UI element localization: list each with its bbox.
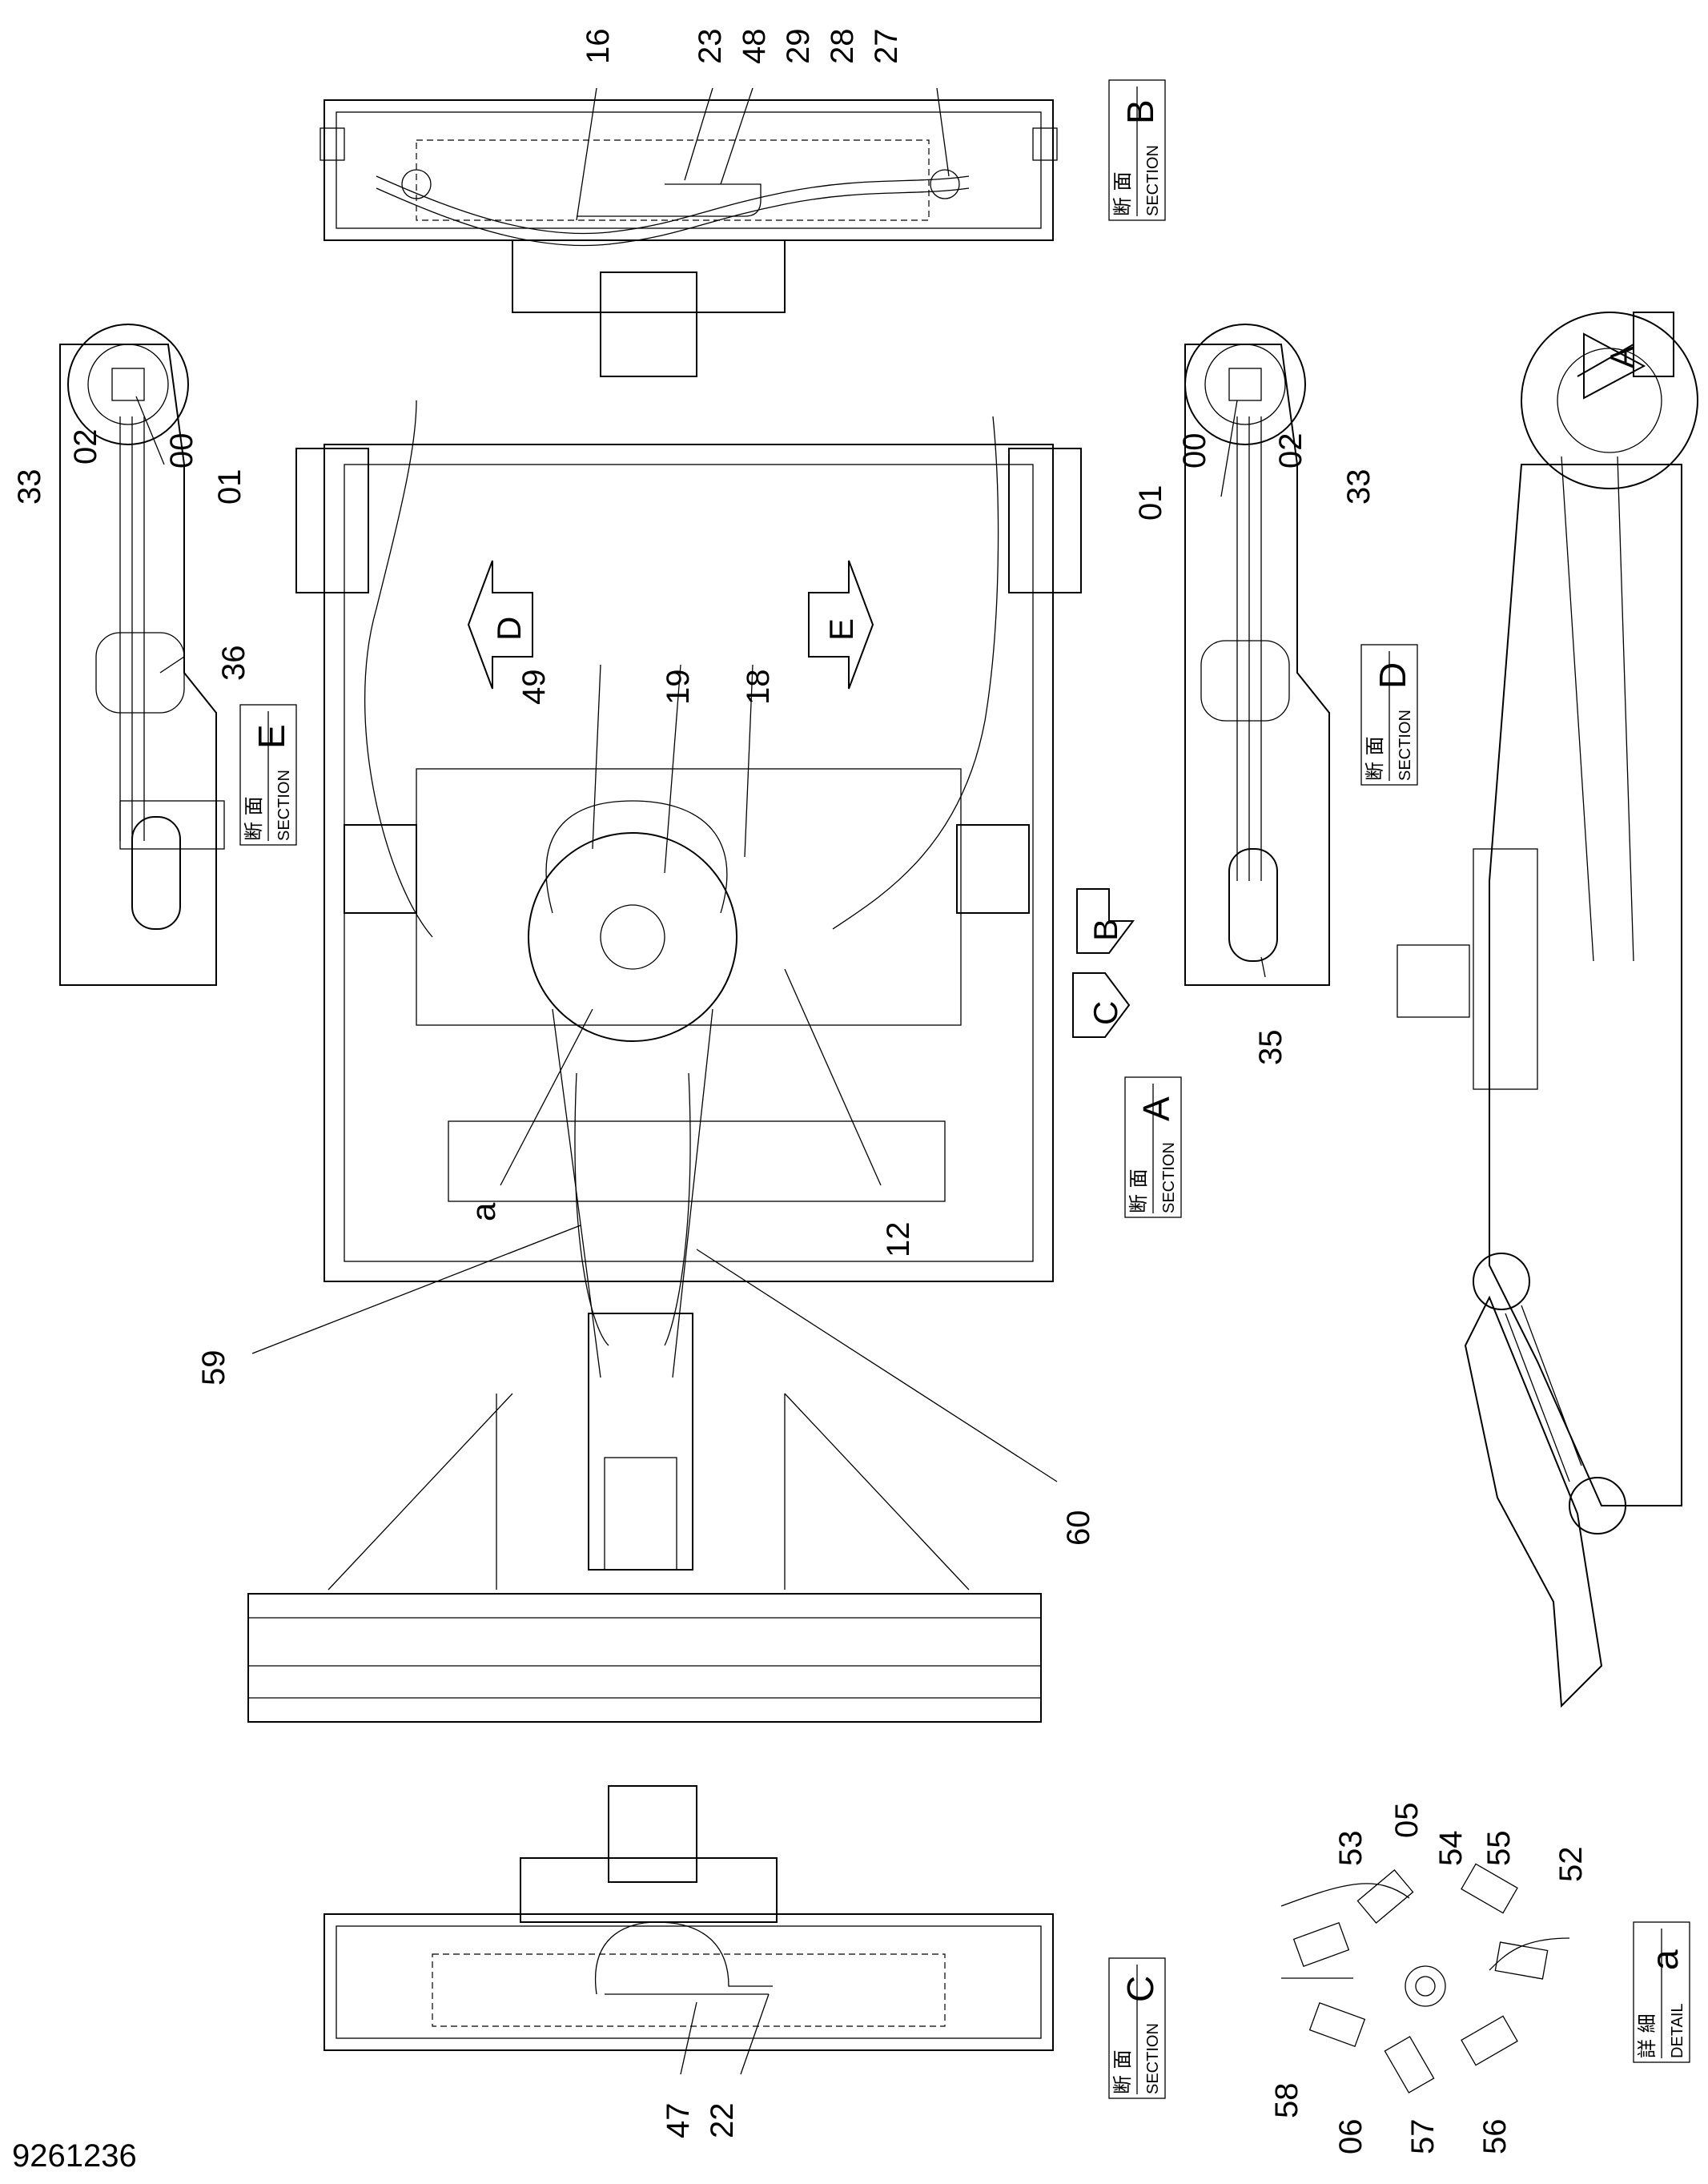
view-arrow-b-label: B — [1087, 919, 1124, 941]
detail-a-en: DETAIL — [1669, 2003, 1686, 2058]
part-47: 47 — [661, 2103, 696, 2139]
view-arrow-e-label: E — [822, 618, 860, 641]
part-e-00: 00 — [164, 433, 199, 469]
part-12: 12 — [881, 1222, 916, 1258]
view-arrow-b: B — [1076, 888, 1135, 954]
part-23: 23 — [693, 29, 728, 65]
detail-ref-a: a — [464, 1202, 502, 1221]
part-16: 16 — [581, 29, 616, 65]
section-a-letter: A — [1135, 1096, 1177, 1121]
part-28: 28 — [825, 29, 860, 65]
detail-a-view — [1280, 1863, 1570, 2094]
detail-a-letter: a — [1644, 1949, 1686, 1970]
part-d-00: 00 — [1177, 433, 1212, 469]
section-e-en: SECTION — [275, 770, 293, 841]
part-18: 18 — [741, 670, 776, 706]
part-e-36: 36 — [216, 646, 251, 682]
part-52: 52 — [1553, 1847, 1589, 1883]
section-label-a: 断 面 SECTION A — [1124, 1076, 1182, 1218]
section-b-letter: B — [1119, 99, 1161, 124]
section-c-en: SECTION — [1144, 2023, 1162, 2094]
part-58: 58 — [1269, 2083, 1304, 2119]
section-b-en: SECTION — [1144, 145, 1162, 216]
part-29: 29 — [781, 29, 816, 65]
section-a-jp: 断 面 — [1127, 1168, 1150, 1213]
part-59: 59 — [196, 1350, 231, 1386]
main-plan-view — [247, 400, 1082, 1723]
part-55: 55 — [1481, 1831, 1517, 1867]
section-label-b: 断 面 SECTION B — [1108, 79, 1166, 221]
part-e-33: 33 — [12, 469, 47, 505]
section-label-e: 断 面 SECTION E — [239, 704, 297, 846]
section-e-view — [59, 324, 225, 986]
view-arrow-c-label: C — [1087, 1001, 1124, 1025]
part-27: 27 — [869, 29, 904, 65]
section-d-letter: D — [1372, 662, 1413, 689]
section-c-view — [324, 1785, 1054, 2051]
detail-label-a: 詳 細 DETAIL a — [1633, 1921, 1690, 2063]
section-d-jp: 断 面 — [1364, 736, 1386, 781]
section-d-view — [1184, 324, 1330, 986]
part-19: 19 — [661, 670, 696, 706]
detail-a-jp: 詳 細 — [1636, 2013, 1658, 2058]
view-arrow-c: C — [1072, 972, 1131, 1038]
part-48: 48 — [737, 29, 772, 65]
section-b-jp: 断 面 — [1111, 171, 1134, 216]
section-b-view — [319, 99, 1058, 377]
part-d-01: 01 — [1133, 485, 1168, 521]
section-a-en: SECTION — [1160, 1142, 1178, 1213]
part-e-02: 02 — [68, 429, 103, 465]
view-arrow-e: E — [808, 560, 874, 690]
part-22: 22 — [705, 2103, 740, 2139]
drawing-number: 9261236 — [12, 2138, 137, 2174]
section-e-jp: 断 面 — [243, 796, 265, 841]
leader-lines — [135, 87, 1266, 2075]
side-elevation-view — [1397, 312, 1698, 1708]
section-c-letter: C — [1119, 1976, 1161, 2002]
part-d-35: 35 — [1253, 1030, 1288, 1066]
section-label-d: 断 面 SECTION D — [1360, 644, 1418, 786]
section-d-en: SECTION — [1397, 710, 1414, 781]
section-c-jp: 断 面 — [1111, 2049, 1134, 2094]
section-e-letter: E — [251, 724, 292, 749]
part-e-01: 01 — [212, 469, 247, 505]
part-60: 60 — [1061, 1510, 1096, 1546]
part-labels: 16 23 48 29 28 27 02 00 01 33 36 01 00 0… — [12, 29, 1589, 2155]
part-49: 49 — [516, 670, 552, 706]
section-label-c: 断 面 SECTION C — [1108, 1957, 1166, 2099]
part-06: 06 — [1333, 2119, 1368, 2155]
part-54: 54 — [1433, 1831, 1469, 1867]
part-d-02: 02 — [1273, 433, 1308, 469]
part-d-33: 33 — [1341, 469, 1376, 505]
view-arrow-a-label: A — [1603, 346, 1641, 368]
part-05: 05 — [1389, 1803, 1425, 1839]
view-arrow-d-label: D — [490, 617, 528, 641]
part-53: 53 — [1333, 1831, 1368, 1867]
view-arrow-a: A — [1577, 312, 1674, 400]
part-56: 56 — [1477, 2119, 1513, 2155]
view-arrow-d: D — [467, 560, 533, 690]
part-57: 57 — [1405, 2119, 1441, 2155]
